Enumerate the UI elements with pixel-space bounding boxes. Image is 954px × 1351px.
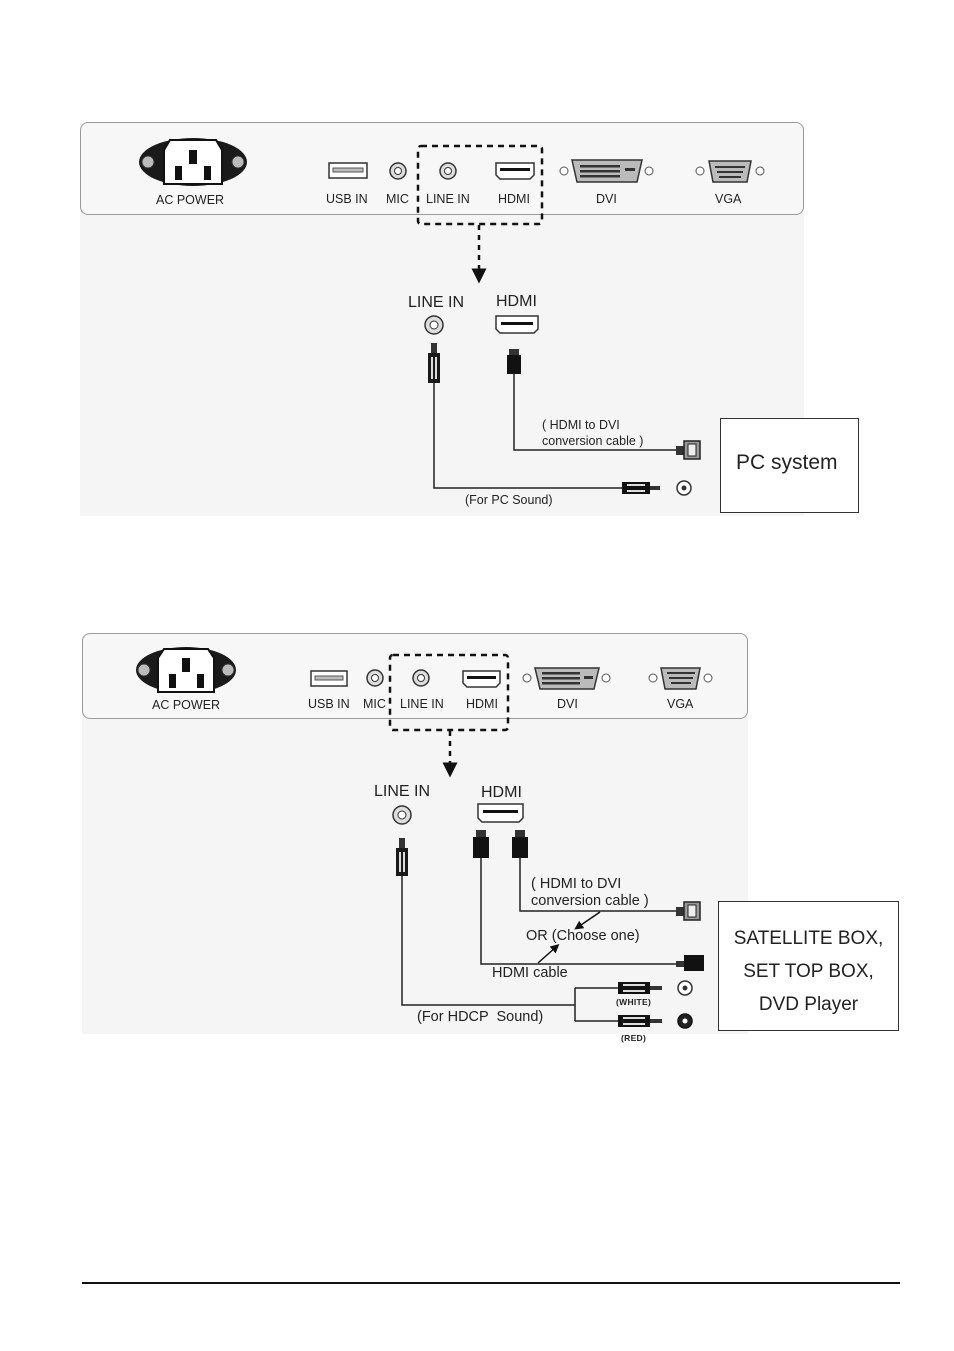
detail-line-in-jack-icon-2 [393,806,411,824]
mic-jack-icon-2 [367,670,383,686]
detail-label-hdmi-1: HDMI [496,293,537,311]
label-vga-1: VGA [715,192,741,206]
cable-note-1-line2: conversion cable ) [542,434,643,448]
hdmi-cable-label: HDMI cable [492,965,568,981]
sound-note-1: (For PC Sound) [465,493,553,507]
av-device-line3: DVD Player [718,988,899,1021]
audio-plug-icon [428,343,440,383]
detail-label-hdmi-2: HDMI [481,784,522,802]
white-label: (WHITE) [616,997,651,1007]
label-ac-power-2: AC POWER [152,698,220,712]
label-hdmi-2: HDMI [466,697,498,711]
label-dvi-2: DVI [557,697,578,711]
red-audio-jack-icon [678,1014,692,1028]
label-line-in-1: LINE IN [426,192,470,206]
line-in-jack-icon-2 [413,670,429,686]
vga-port-icon-2 [649,668,712,689]
label-ac-power-1: AC POWER [156,193,224,207]
rca-white-plug-icon [618,982,662,994]
hdmi-plug-icon-right [512,830,528,858]
choose-arrow-up [578,912,600,927]
footer-rule [82,1282,900,1284]
cable-note-1-line1: ( HDMI to DVI [542,418,620,432]
highlight-dashed-box-1 [418,146,542,224]
audio-jack-plug-icon [622,482,660,494]
av-device-line1: SATELLITE BOX, [718,922,899,955]
hdmi-port-icon [496,163,534,179]
white-audio-jack-icon [678,981,692,995]
cable-note-2-line2: conversion cable ) [531,893,649,909]
label-line-in-2: LINE IN [400,697,444,711]
dvi-plug-icon [676,441,700,459]
label-usb-in-2: USB IN [308,697,350,711]
label-dvi-1: DVI [596,192,617,206]
dvi-plug-icon-2 [676,902,700,920]
sound-note-2: (For HDCP Sound) [417,1009,543,1025]
red-label: (RED) [621,1033,646,1043]
choose-note: OR (Choose one) [526,928,640,944]
usb-port-icon-2 [311,671,347,686]
detail-label-line-in-2: LINE IN [374,783,430,801]
hdmi-end-plug-icon [676,955,704,971]
ac-power-socket-icon [139,138,247,186]
av-device-line2: SET TOP BOX, [718,955,899,988]
detail-hdmi-port-icon [496,316,538,333]
highlight-dashed-box-2 [390,655,508,730]
choose-arrow-down [538,947,556,963]
rca-red-plug-icon [618,1015,662,1027]
hdmi-port-icon-2 [463,671,500,687]
label-mic-1: MIC [386,192,409,206]
hdmi-plug-icon-left [473,830,489,858]
cable-note-2-line1: ( HDMI to DVI [531,876,621,892]
pc-audio-jack-icon [677,481,691,495]
av-device-label: SATELLITE BOX, SET TOP BOX, DVD Player [718,922,899,1021]
label-mic-2: MIC [363,697,386,711]
audio-plug-icon-2 [396,838,408,876]
label-usb-in-1: USB IN [326,192,368,206]
line-in-jack-icon [440,163,456,179]
label-hdmi-1: HDMI [498,192,530,206]
pc-system-label: PC system [736,451,838,475]
vga-port-icon [696,161,764,182]
ac-power-socket-icon-2 [136,647,236,693]
dvi-port-icon [560,160,653,182]
mic-jack-icon [390,163,406,179]
label-vga-2: VGA [667,697,693,711]
hdmi-plug-icon [507,349,521,374]
usb-port-icon [329,163,367,178]
detail-hdmi-port-icon-2 [478,804,523,822]
detail-label-line-in-1: LINE IN [408,294,464,312]
detail-line-in-jack-icon [425,316,443,334]
dvi-port-icon-2 [523,668,610,689]
